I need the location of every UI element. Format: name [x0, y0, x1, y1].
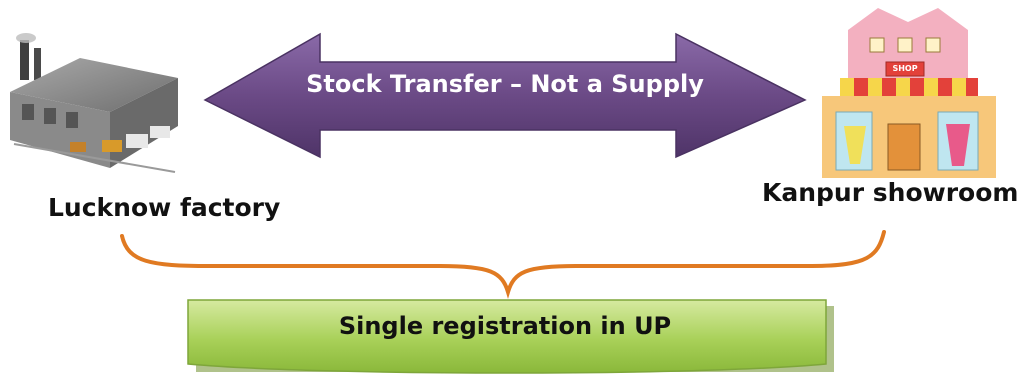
connector-brace: [120, 230, 886, 299]
shop-icon: [822, 8, 996, 178]
registration-box: [187, 299, 834, 374]
shop-sign-text: SHOP: [892, 64, 918, 73]
kanpur-showroom-label: Kanpur showroom: [762, 178, 1019, 207]
arrow-label: Stock Transfer – Not a Supply: [306, 70, 704, 98]
lucknow-factory-label: Lucknow factory: [48, 193, 281, 222]
registration-label: Single registration in UP: [338, 312, 672, 340]
factory-icon: [10, 33, 178, 173]
stock-transfer-arrow: [203, 32, 807, 159]
